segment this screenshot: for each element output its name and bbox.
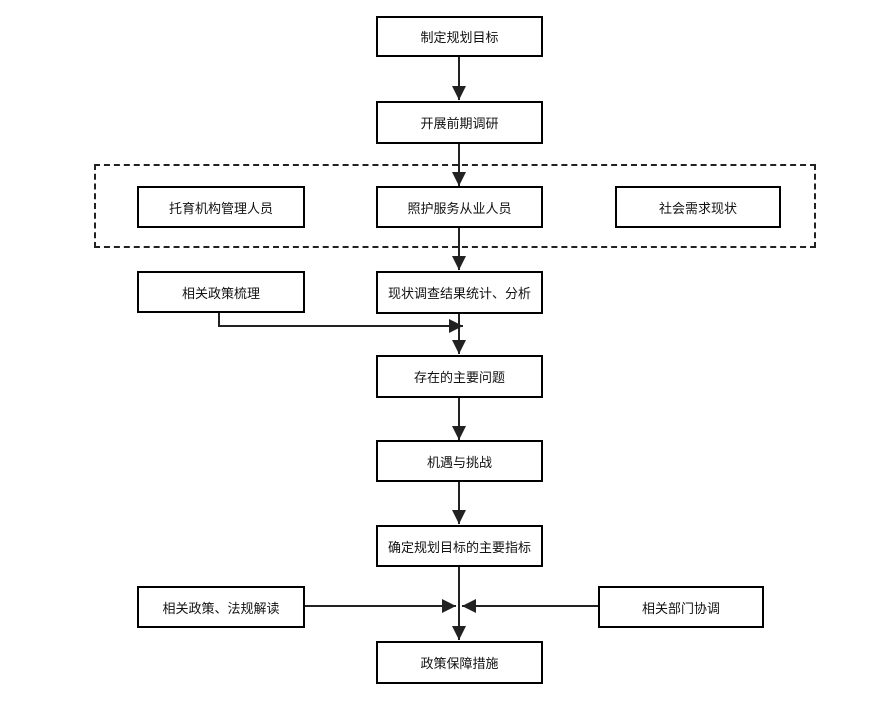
node-law-interpretation: 相关政策、法规解读 [137, 586, 305, 628]
node-opportunities: 机遇与挑战 [376, 440, 543, 482]
node-care-workers: 照护服务从业人员 [376, 186, 543, 228]
node-dept-coordination: 相关部门协调 [598, 586, 764, 628]
node-goal: 制定规划目标 [376, 16, 543, 57]
node-research: 开展前期调研 [376, 101, 543, 144]
node-childcare-managers: 托育机构管理人员 [137, 186, 305, 228]
arrow-policy-review-to-trunk [218, 312, 463, 333]
node-safeguards: 政策保障措施 [376, 641, 543, 684]
node-survey-analysis: 现状调查结果统计、分析 [376, 271, 543, 314]
node-key-indicators: 确定规划目标的主要指标 [376, 525, 543, 567]
node-social-demand: 社会需求现状 [615, 186, 781, 228]
node-main-problems: 存在的主要问题 [376, 355, 543, 398]
survey-targets-group [94, 164, 816, 248]
node-policy-review: 相关政策梳理 [137, 271, 305, 313]
